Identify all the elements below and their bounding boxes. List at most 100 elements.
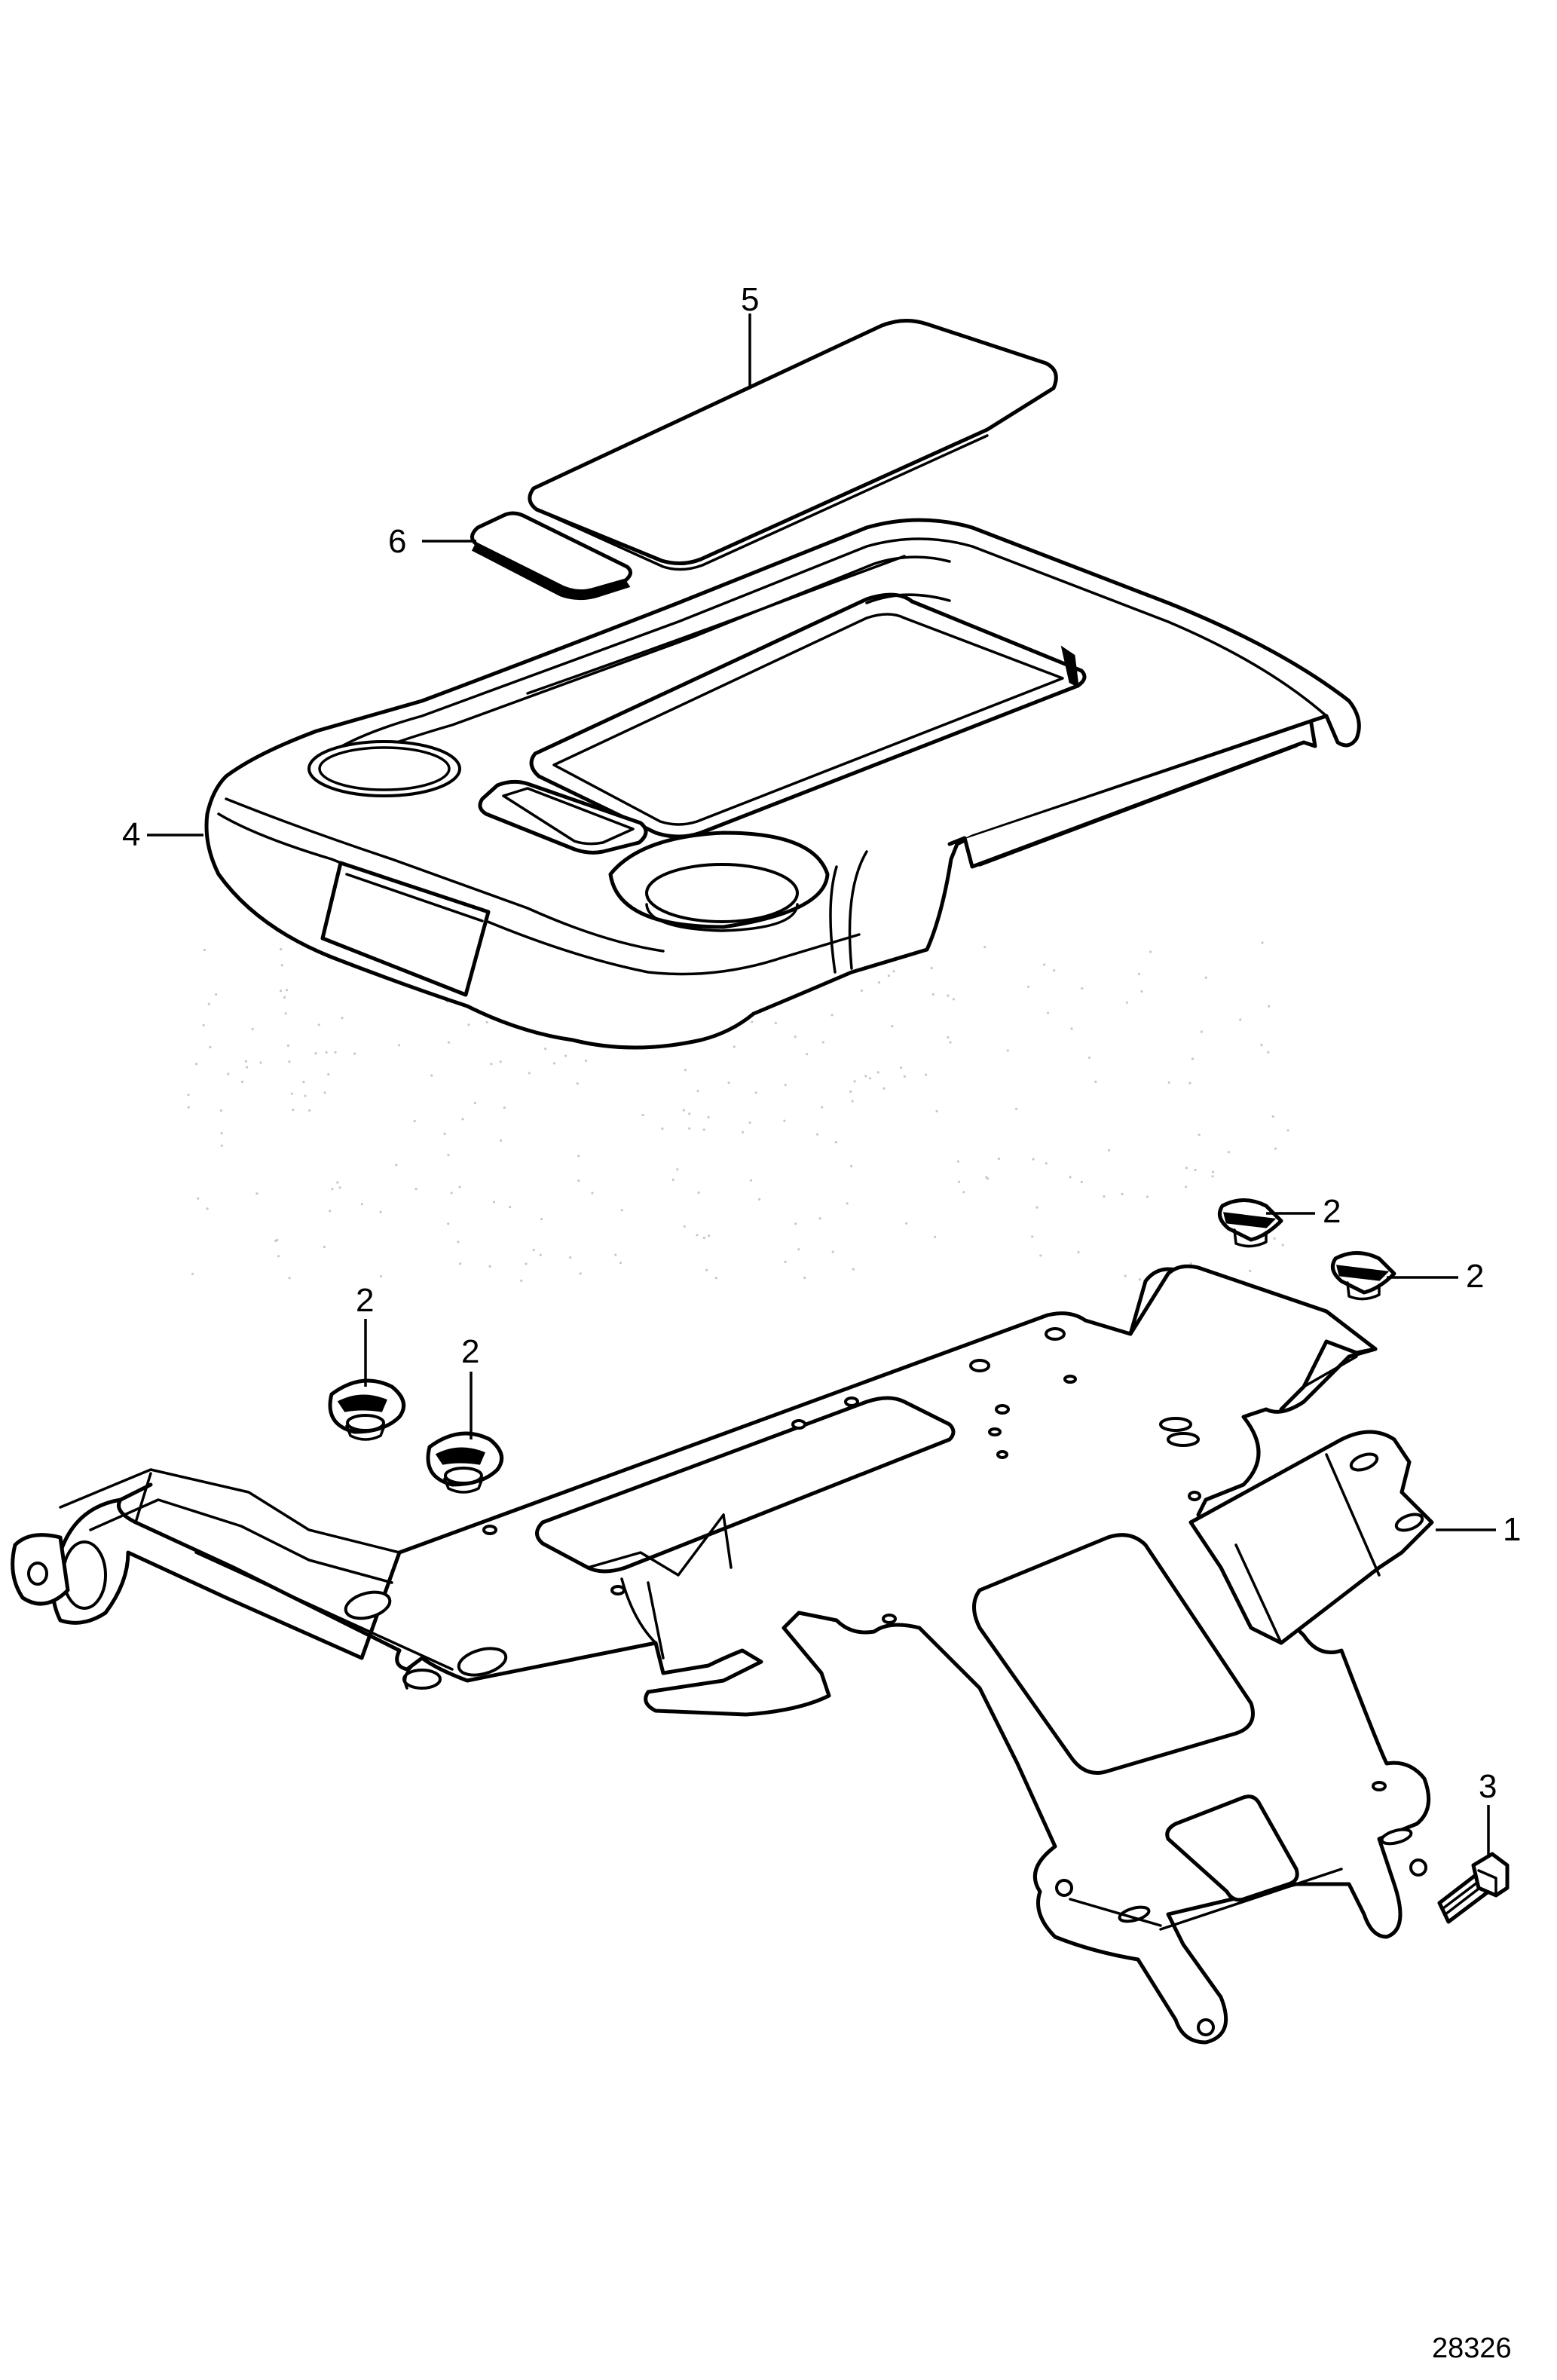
shading-dot — [219, 1109, 222, 1112]
shading-dot — [1211, 1175, 1214, 1178]
shading-dot — [818, 1217, 821, 1220]
bolt — [1437, 1852, 1510, 1924]
shading-dot — [620, 1209, 623, 1212]
shading-dot — [957, 1180, 960, 1183]
shading-dot — [846, 1202, 849, 1205]
callout-4: 4 — [122, 816, 140, 853]
shading-dot — [458, 1185, 461, 1188]
callout-1: 1 — [1503, 1511, 1521, 1548]
shading-dot — [834, 1141, 837, 1144]
shading-dot — [395, 1164, 398, 1167]
shading-dot — [360, 1203, 363, 1206]
shading-dot — [459, 1262, 462, 1265]
shading-dot — [341, 1017, 344, 1020]
shading-dot — [447, 1222, 450, 1225]
shading-dot — [682, 1109, 686, 1112]
shading-dot — [962, 1191, 965, 1194]
shading-dot — [754, 1091, 757, 1094]
shading-dot — [1274, 1147, 1277, 1150]
shading-dot — [1273, 1237, 1276, 1240]
shading-dot — [244, 1060, 248, 1063]
shading-dot — [900, 1066, 903, 1069]
shading-dot — [774, 1021, 777, 1024]
shading-dot — [1081, 987, 1084, 990]
shading-dot — [784, 1260, 787, 1263]
shading-dot — [283, 996, 286, 999]
shading-dot — [292, 1109, 295, 1112]
shading-dot — [933, 1235, 937, 1238]
shading-dot — [714, 1277, 718, 1280]
shading-dot — [413, 1119, 416, 1123]
shading-dot — [1191, 1057, 1195, 1060]
shading-dot — [1260, 1044, 1263, 1047]
callout-labels: 5 6 4 2 2 2 2 1 3 28326 — [122, 281, 1521, 2364]
shading-dot — [187, 1106, 190, 1109]
shading-dot — [1227, 1151, 1230, 1154]
shading-dot — [191, 1272, 194, 1275]
shading-dot — [499, 1060, 502, 1063]
shading-dot — [1094, 1080, 1097, 1083]
shading-dot — [1185, 1167, 1188, 1170]
shading-dot — [209, 1045, 212, 1048]
shading-dot — [288, 1060, 291, 1063]
shading-dot — [1138, 1278, 1141, 1281]
shading-dot — [290, 1092, 293, 1095]
shading-dot — [187, 1094, 190, 1097]
shading-dot — [280, 990, 283, 993]
shading-dot — [457, 1240, 460, 1244]
shading-dot — [868, 1077, 871, 1080]
shading-dot — [758, 1198, 761, 1201]
shading-dot — [852, 1268, 855, 1271]
shading-dot — [864, 1075, 867, 1078]
shading-dot — [696, 1090, 699, 1093]
shading-dot — [1108, 1149, 1111, 1152]
shading-dot — [584, 1059, 588, 1063]
shading-dot — [499, 1139, 503, 1142]
shading-dot — [1194, 1168, 1197, 1171]
shading-dot — [849, 1090, 852, 1094]
shading-dot — [702, 1128, 705, 1131]
shading-dot — [203, 948, 206, 952]
shading-dot — [327, 1073, 330, 1076]
shading-dot — [614, 1253, 617, 1256]
shading-dot — [947, 994, 950, 997]
shading-dot — [288, 1277, 291, 1280]
shading-dot — [552, 1062, 556, 1065]
shading-dot — [520, 1279, 523, 1282]
shading-dot — [1043, 963, 1046, 966]
shading-dot — [705, 1268, 708, 1271]
shading-dot — [748, 1121, 751, 1124]
shading-dot — [850, 1164, 853, 1167]
shading-dot — [641, 1113, 644, 1117]
shading-dot — [806, 1053, 809, 1056]
shading-dot — [1146, 1195, 1149, 1198]
shading-dot — [860, 989, 863, 993]
shading-dot — [1069, 1176, 1072, 1179]
shading-dot — [821, 1041, 824, 1044]
shading-dot — [215, 993, 218, 996]
shading-dot — [255, 1192, 258, 1195]
shading-dot — [503, 1106, 506, 1109]
shading-dot — [661, 1127, 664, 1130]
shading-dot — [696, 1234, 699, 1237]
shading-dot — [708, 1234, 711, 1237]
shading-dot — [688, 1127, 691, 1130]
shading-dot — [227, 1072, 230, 1075]
shading-dot — [286, 989, 289, 992]
shading-dot — [831, 1250, 834, 1253]
shading-dot — [467, 1023, 470, 1026]
shading-dot — [903, 1075, 906, 1078]
shading-dot — [784, 1084, 787, 1087]
shading-dot — [688, 1112, 691, 1115]
shading-dot — [702, 1236, 706, 1240]
shading-dot — [749, 1179, 753, 1182]
callout-3: 3 — [1479, 1768, 1497, 1805]
shading-dot — [1140, 990, 1143, 993]
shading-dot — [1053, 969, 1056, 972]
shading-dot — [569, 1256, 572, 1259]
shading-dot — [540, 1218, 543, 1221]
callout-2-left-2: 2 — [461, 1333, 479, 1370]
shading-dot — [1271, 1115, 1274, 1118]
shading-dot — [816, 1133, 819, 1136]
grommet-left-1 — [328, 1378, 406, 1441]
